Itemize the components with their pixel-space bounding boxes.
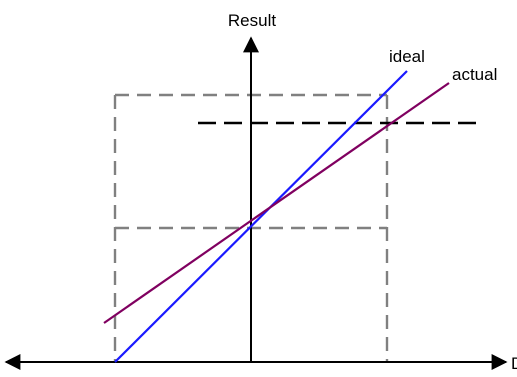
actual-line [103, 82, 450, 324]
ideal-label: ideal [389, 47, 425, 66]
x-axis-label: D [511, 354, 517, 373]
actual-label: actual [452, 65, 497, 84]
y-axis-label: Result [228, 11, 276, 30]
ideal-line [114, 70, 408, 363]
